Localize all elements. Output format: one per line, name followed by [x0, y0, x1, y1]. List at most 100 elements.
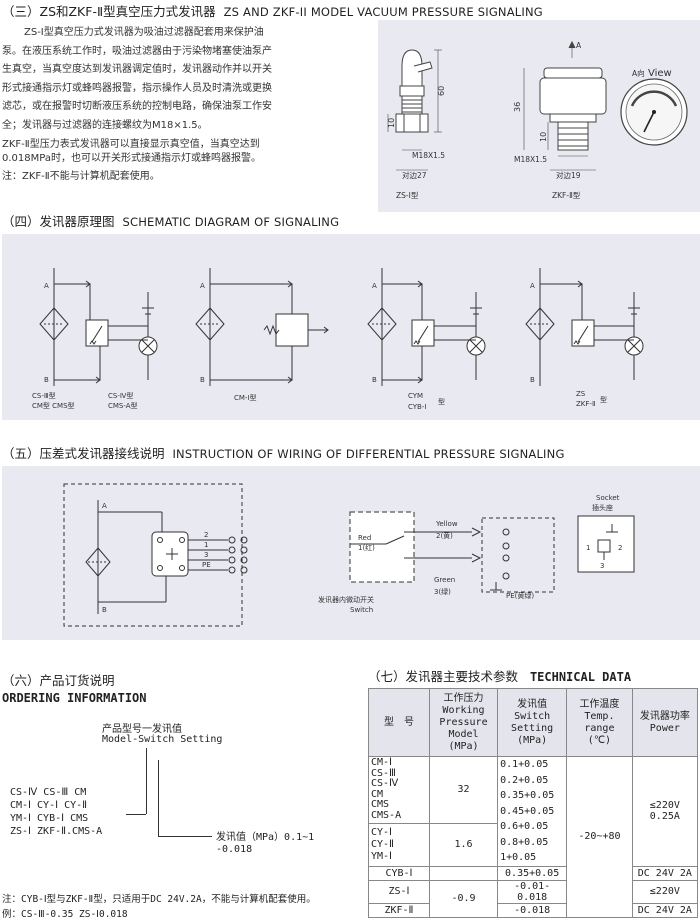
model-cell: CMS: [371, 799, 390, 811]
red-cn-label: 1(红): [358, 543, 375, 552]
switch-value: 0.2+0.05: [500, 774, 549, 786]
table-row: CM-Ⅰ CS-Ⅲ CS-Ⅳ CM CMS CMS-A 32 0.1+0.05 …: [368, 756, 699, 918]
d4-port-a: A: [530, 282, 535, 290]
section-7-title: （七）发讯器主要技术参数 TECHNICAL DATA: [368, 666, 631, 685]
g1-working-pressure: 32: [428, 756, 499, 824]
model-list: CS-Ⅳ CS-Ⅲ CM CM-Ⅰ CY-Ⅰ CY-Ⅱ YM-Ⅰ CYB-Ⅰ C…: [10, 786, 102, 838]
d3-port-a: A: [372, 282, 377, 290]
section-6-title: （六）产品订货说明 ORDERING INFORMATION: [2, 670, 147, 705]
view-a-label: A向: [632, 68, 645, 78]
d1-port-b: B: [44, 376, 49, 384]
zkf-switch-value: -0.018: [497, 902, 568, 918]
d1-port-a: A: [44, 282, 49, 290]
model-cell: CM: [371, 788, 384, 800]
dim-10a: 10: [387, 118, 396, 128]
tech-data-table: 型 号 工作压力 Working Pressure Model (MPa) 发讯…: [368, 688, 699, 918]
pe-label: PE(黄绿): [506, 591, 534, 600]
table-row: ZS-Ⅰ -0.9 -0.01-0.018 ≤220V: [368, 879, 699, 918]
wiring-port-a: A: [102, 502, 107, 510]
section-6-title-en: ORDERING INFORMATION: [2, 691, 147, 705]
dim-10b: 10: [539, 132, 548, 142]
socket-pin-3: 3: [600, 562, 604, 570]
table-row: CY-Ⅰ CY-Ⅱ YM-Ⅰ 1.6: [368, 822, 698, 867]
model-cell: CS-Ⅳ: [371, 778, 399, 790]
wiring-panel: 2 1 3 PE A B Red 1(红) Yellow 2(黄) Green …: [2, 466, 700, 640]
g1-models: CM-Ⅰ CS-Ⅲ CS-Ⅳ CM CMS CMS-A: [368, 756, 430, 824]
dim-60: 60: [437, 86, 446, 96]
model-row: ZS-Ⅰ ZKF-Ⅱ.CMS-A: [10, 826, 103, 837]
ordering-notes: 注：CYB-Ⅰ型与ZKF-Ⅱ型，只适用于DC 24V.2A，不能与计算机配套使用…: [2, 892, 316, 922]
header-model-cn: 型 号: [383, 716, 414, 728]
table-row: CYB-Ⅰ 0.35+0.05 DC 24V 2A: [368, 865, 699, 881]
switch-value: 1+0.05: [500, 852, 537, 863]
switch-en-label: Switch: [350, 606, 373, 614]
wiring-diagrams: 2 1 3 PE A B Red 1(红) Yellow 2(黄) Green …: [63, 483, 635, 627]
header-working-pressure: 工作压力 Working Pressure Model (MPa): [428, 688, 499, 757]
text-line: ZKF-Ⅱ型压力表式发讯器可以直接显示真空值，当真空达到: [2, 139, 260, 150]
header-sv-en2: Setting: [511, 722, 554, 734]
model-cell: CS-Ⅲ: [371, 767, 396, 779]
d1-label-1: CS-Ⅲ型: [32, 391, 56, 400]
header-sv-en1: Switch: [514, 710, 551, 722]
d4-label-2: ZKF-Ⅱ: [576, 400, 595, 408]
pin-pe: PE: [202, 561, 211, 569]
section-3-title: （三）ZS和ZKF-Ⅱ型真空压力式发讯器 ZS AND ZKF-II MODEL…: [2, 1, 543, 20]
section-7-title-cn: （七）发讯器主要技术参数: [368, 669, 519, 684]
schematic-diagrams: A B CS-Ⅲ型 CM型 CMS型 CS-Ⅳ型 CMS-A型 A B CM-Ⅰ…: [32, 268, 644, 411]
section-4-title-cn: （四）发讯器原理图: [2, 214, 115, 229]
model-a: ZS-Ⅰ型: [396, 191, 419, 200]
switch-value-label: 发讯值（MPa）0.1~1: [216, 832, 315, 843]
d2-port-a: A: [200, 282, 205, 290]
socket-pin-2: 2: [618, 544, 622, 552]
header-temp-unit: (℃): [587, 734, 612, 746]
pin-2: 2: [204, 531, 208, 539]
header-power: 发讯器功率 Power: [631, 688, 699, 757]
header-sv-cn: 发讯值: [517, 698, 548, 710]
table-header-row: 型 号 工作压力 Working Pressure Model (MPa) 发讯…: [368, 688, 699, 757]
d2-port-b: B: [200, 376, 205, 384]
section-3-text: ZS-Ⅰ型真空压力式发讯器为吸油过滤器配套用来保护油 泵。在液压系统工作时，吸油…: [2, 24, 372, 187]
switch-value: 0.45+0.05: [500, 805, 555, 817]
connector-line: [126, 814, 146, 815]
header-power-en: Power: [649, 722, 680, 734]
text-line: 滤芯，或在报警时切断液压系统的控制电路，确保油泵工作安: [2, 101, 272, 112]
model-cell: CY-Ⅱ: [371, 838, 394, 850]
d2-label: CM-Ⅰ型: [234, 393, 257, 402]
header-temp: 工作温度 Temp. range (℃): [566, 688, 633, 757]
switch-value-list: 0.1+0.05 0.2+0.05 0.35+0.05 0.45+0.05 0.…: [497, 756, 568, 867]
d4-label-1: ZS: [576, 390, 586, 398]
text-line: 全；发讯器与过滤器的连接螺纹为M18×1.5。: [2, 119, 208, 131]
switch-value: 0.35+0.05: [500, 790, 555, 801]
socket-pin-1: 1: [586, 544, 590, 552]
product-drawing-panel: 60 10 M18X1.5 对边27 ZS-Ⅰ型 A 36 10 M18X1.5…: [378, 20, 700, 212]
switch-value: 0.1+0.05: [500, 759, 549, 770]
d4-label-3: 型: [600, 395, 607, 404]
header-switch-setting: 发讯值 Switch Setting (MPa): [497, 688, 568, 757]
power-ac-2: ≤220V: [631, 879, 699, 904]
thread-a: M18X1.5: [412, 151, 445, 160]
zs-switch-value: -0.01-0.018: [497, 879, 568, 904]
pin-1: 1: [204, 541, 208, 549]
model-row: CM-Ⅰ CY-Ⅰ CY-Ⅱ: [10, 800, 88, 811]
negative-working-pressure: -0.9: [428, 879, 499, 918]
d3-label-2: CYB-Ⅰ: [408, 403, 426, 411]
header-temp-cn: 工作温度: [579, 698, 620, 710]
d1-label-3: CS-Ⅳ型: [108, 391, 133, 400]
cyb-wp-empty: [428, 865, 499, 881]
model-en-label: Model-Switch Setting: [102, 734, 223, 745]
header-sv-unit: (MPa): [517, 734, 548, 746]
switch-value: 0.8+0.05: [500, 836, 549, 848]
header-wp-en3: Model: [448, 728, 479, 740]
header-wp-en1: Working: [442, 704, 485, 716]
ordering-diagram: 产品型号一发讯值 Model-Switch Setting CS-Ⅳ CS-Ⅲ …: [10, 720, 370, 860]
connector-line: [158, 836, 212, 837]
cyb-model: CYB-Ⅰ: [368, 865, 430, 881]
socket-label: Socket: [596, 494, 620, 502]
text-line: 0.018MPa时，也可以开关形式接通指示灯或蜂鸣器报警。: [2, 153, 261, 164]
pin-3: 3: [204, 551, 208, 559]
green-cn-label: 3(绿): [434, 587, 451, 596]
schematic-panel: A B CS-Ⅲ型 CM型 CMS型 CS-Ⅳ型 CMS-A型 A B CM-Ⅰ…: [2, 234, 700, 420]
product-drawings: 60 10 M18X1.5 对边27 ZS-Ⅰ型 A 36 10 M18X1.5…: [387, 40, 688, 200]
yellow-cn-label: 2(黄): [436, 531, 453, 540]
red-label: Red: [358, 534, 371, 542]
